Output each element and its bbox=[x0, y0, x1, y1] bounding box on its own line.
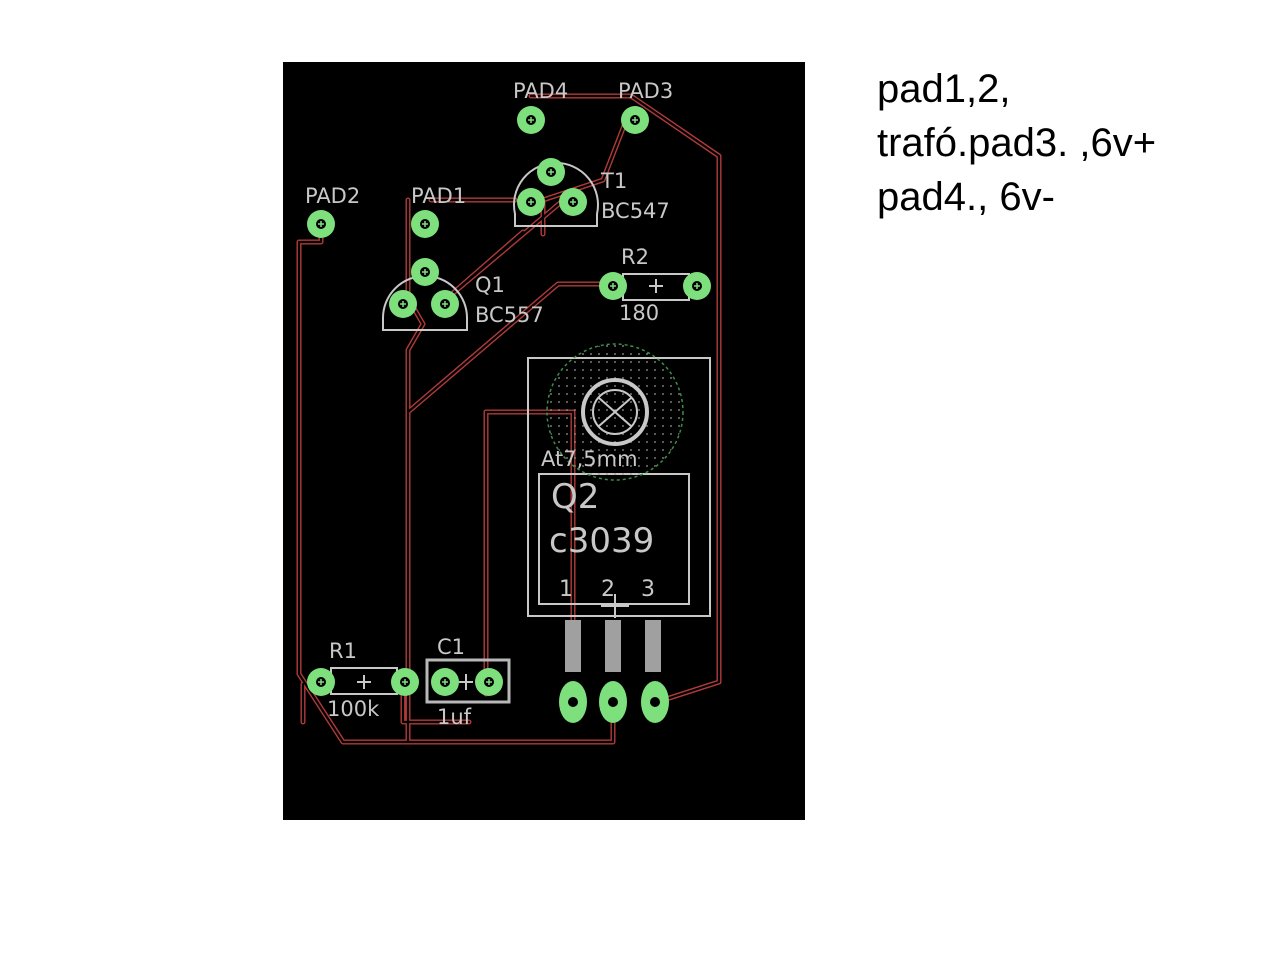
pad2-label: PAD2 bbox=[305, 184, 360, 208]
resistor-r2: R2 180 bbox=[598, 245, 712, 325]
pad2: PAD2 bbox=[305, 184, 360, 239]
q1-name: Q1 bbox=[475, 273, 505, 297]
q2-pin2: 2 bbox=[601, 577, 615, 602]
transistor-q1: Q1 BC557 bbox=[382, 257, 544, 331]
note-line-3: pad4., 6v- bbox=[877, 175, 1055, 219]
q2-pin1: 1 bbox=[559, 577, 573, 602]
pcb-layout: PAD4 PAD3 PAD2 PAD1 T1 BC547 bbox=[296, 79, 722, 745]
c1-name: C1 bbox=[437, 635, 465, 659]
heatsink-label: At7,5mm bbox=[541, 447, 638, 471]
capacitor-c1: C1 1uf bbox=[425, 635, 511, 729]
pad3: PAD3 bbox=[618, 79, 673, 135]
note-line-1: pad1,2, bbox=[877, 67, 1011, 111]
t1-name: T1 bbox=[600, 169, 627, 193]
r1-name: R1 bbox=[329, 639, 357, 663]
transistor-t1: T1 BC547 bbox=[513, 157, 670, 227]
r2-value: 180 bbox=[619, 301, 659, 325]
q2-value: c3039 bbox=[549, 521, 654, 561]
pcb-board: PAD4 PAD3 PAD2 PAD1 T1 BC547 bbox=[283, 62, 805, 820]
pad1-label: PAD1 bbox=[411, 184, 466, 208]
q1-value: BC557 bbox=[475, 303, 544, 327]
note-line-2: trafó.pad3. ,6v+ bbox=[877, 121, 1157, 165]
pad3-label: PAD3 bbox=[618, 79, 673, 103]
r2-name: R2 bbox=[621, 245, 649, 269]
r1-value: 100k bbox=[327, 697, 380, 721]
t1-value: BC547 bbox=[601, 199, 670, 223]
resistor-r1: R1 100k bbox=[306, 639, 420, 721]
pad4: PAD4 bbox=[513, 79, 568, 135]
q2-pin3: 3 bbox=[641, 577, 655, 602]
transistor-q2: At7,5mm Q2 c3039 1 2 3 bbox=[527, 343, 711, 723]
pad4-label: PAD4 bbox=[513, 79, 568, 103]
wiring-notes: pad1,2, trafó.pad3. ,6v+ pad4., 6v- bbox=[877, 62, 1272, 224]
c1-value: 1uf bbox=[437, 705, 472, 729]
q2-name: Q2 bbox=[551, 477, 599, 517]
pad1: PAD1 bbox=[410, 184, 466, 239]
